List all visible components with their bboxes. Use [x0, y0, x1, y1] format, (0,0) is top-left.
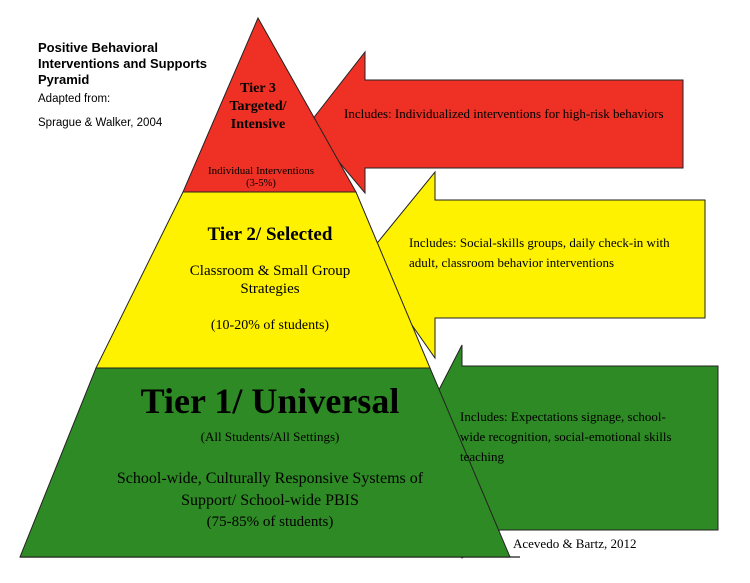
credit-text: Acevedo & Bartz, 2012 [513, 536, 637, 551]
diagram-caption: Positive Behavioral Interventions and Su… [38, 40, 208, 129]
tier3-percent: (3-5%) [246, 178, 276, 189]
tier1-title: Tier 1/ Universal [140, 381, 400, 421]
tier2-title: Tier 2/ Selected [207, 224, 333, 245]
tier3-arrow [307, 50, 684, 195]
tier3-title: Tier 3 Targeted/ Intensive [229, 81, 287, 132]
tier2-percent: (10-20% of students) [210, 318, 330, 333]
tier1-includes: Includes: Expectations signage, school-w… [460, 409, 672, 464]
tier1-detail: School-wide, Culturally Responsive Syste… [116, 470, 424, 509]
tier2-arrow [364, 170, 706, 360]
caption-source: Sprague & Walker, 2004 [38, 117, 163, 129]
caption-adapted: Adapted from: [38, 93, 111, 105]
caption-title: Positive Behavioral Interventions and Su… [38, 40, 208, 87]
tier3-detail: Individual Interventions [207, 165, 314, 177]
tier1-segment [19, 367, 511, 558]
tier3-includes: Includes: Individualized interventions f… [344, 106, 664, 121]
tier2-detail: Classroom & Small Group Strategies [189, 263, 351, 297]
tier2-includes: Includes: Social-skills groups, daily ch… [409, 235, 670, 270]
tier1-scope: (All Students/All Settings) [200, 429, 340, 444]
tier1-percent: (75-85% of students) [206, 514, 334, 530]
